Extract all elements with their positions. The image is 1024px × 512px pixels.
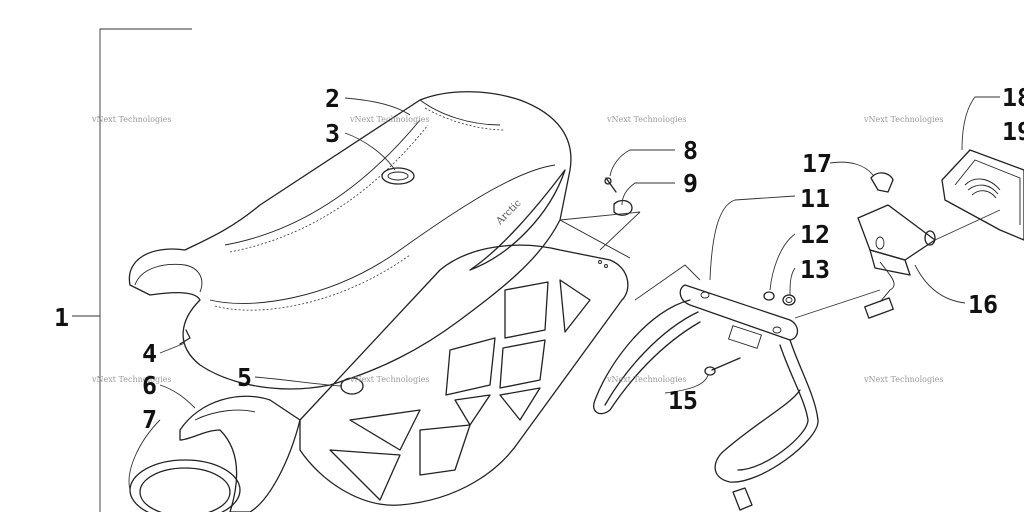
- svg-text:Arctic: Arctic: [494, 198, 524, 228]
- callout-6: 6: [142, 371, 157, 400]
- callout-18: 18: [1002, 83, 1024, 112]
- watermark-text: vNext Technologies: [91, 115, 171, 124]
- callout-12: 12: [800, 220, 830, 249]
- watermark-text: vNext Technologies: [349, 375, 429, 384]
- callouts: 1 2 3 4 5 6 7 8 9 11 12 13 15 16 17 18 1…: [54, 83, 1024, 434]
- callout-11: 11: [800, 184, 830, 213]
- watermark-text: vNext Technologies: [863, 115, 943, 124]
- part-3-emblem: [381, 167, 415, 185]
- watermark-text: vNext Technologies: [606, 115, 686, 124]
- watermark-text: vNext Technologies: [863, 375, 943, 384]
- callout-8: 8: [683, 136, 698, 165]
- watermark-text: vNext Technologies: [91, 375, 171, 384]
- part-4-item: [179, 329, 191, 345]
- callout-5: 5: [237, 363, 252, 392]
- leader-lines: [128, 96, 1001, 491]
- callout-19: 19: [1002, 117, 1024, 146]
- taillight-housing: [857, 204, 936, 319]
- watermark-text: vNext Technologies: [606, 375, 686, 384]
- callout-2: 2: [325, 84, 340, 113]
- callout-17: 17: [802, 149, 832, 178]
- callout-4: 4: [142, 339, 157, 368]
- grab-bar: [593, 284, 819, 511]
- taillight-lens: [941, 149, 1024, 241]
- seat-base: [299, 219, 631, 506]
- callout-1: 1: [54, 303, 69, 332]
- callout-13: 13: [800, 255, 830, 284]
- part-13-grommet: [782, 294, 796, 306]
- part-6-bracket: [179, 395, 301, 512]
- seat-cushion: Arctic: [128, 91, 572, 390]
- callout-9: 9: [683, 169, 698, 198]
- part-15-screw: [704, 357, 741, 376]
- watermark-text: vNext Technologies: [349, 115, 429, 124]
- callout-7: 7: [142, 405, 157, 434]
- bulb-17: [870, 172, 894, 193]
- part-12-nut: [763, 291, 775, 301]
- part-8-pin: [604, 177, 617, 193]
- callout-15: 15: [668, 386, 698, 415]
- watermarks: vNext Technologies vNext Technologies vN…: [91, 115, 943, 384]
- part-7-ring: [129, 459, 241, 512]
- callout-16: 16: [968, 290, 998, 319]
- bracket-1: [72, 28, 192, 512]
- callout-3: 3: [325, 119, 340, 148]
